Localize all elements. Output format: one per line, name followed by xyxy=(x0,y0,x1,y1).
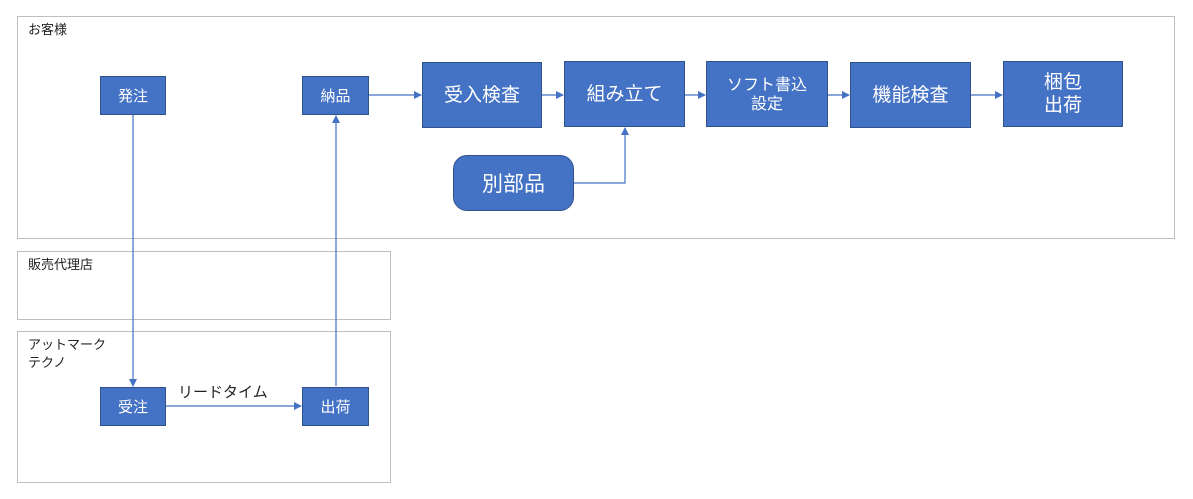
node-order: 発注 xyxy=(100,76,166,115)
node-ship: 出荷 xyxy=(302,387,369,426)
node-packing: 梱包 出荷 xyxy=(1003,61,1123,127)
node-assembly: 組み立て xyxy=(564,61,685,127)
node-inspection: 受入検査 xyxy=(422,62,542,128)
node-software: ソフト書込 設定 xyxy=(706,61,828,127)
node-function-test: 機能検査 xyxy=(850,62,971,128)
lane-label-atmark: アットマーク テクノ xyxy=(28,338,107,371)
lane-label-customer: お客様 xyxy=(28,23,68,38)
edge-label-lead-time: リードタイム xyxy=(178,383,268,401)
lane-distributor: 販売代理店 xyxy=(17,251,391,320)
node-receive-order: 受注 xyxy=(100,387,166,426)
lane-label-distributor: 販売代理店 xyxy=(28,258,94,273)
node-delivery: 納品 xyxy=(302,76,369,115)
lane-customer: お客様 xyxy=(17,16,1175,239)
node-other-parts: 別部品 xyxy=(453,155,574,211)
edge-parts-to-assembly xyxy=(574,127,629,184)
